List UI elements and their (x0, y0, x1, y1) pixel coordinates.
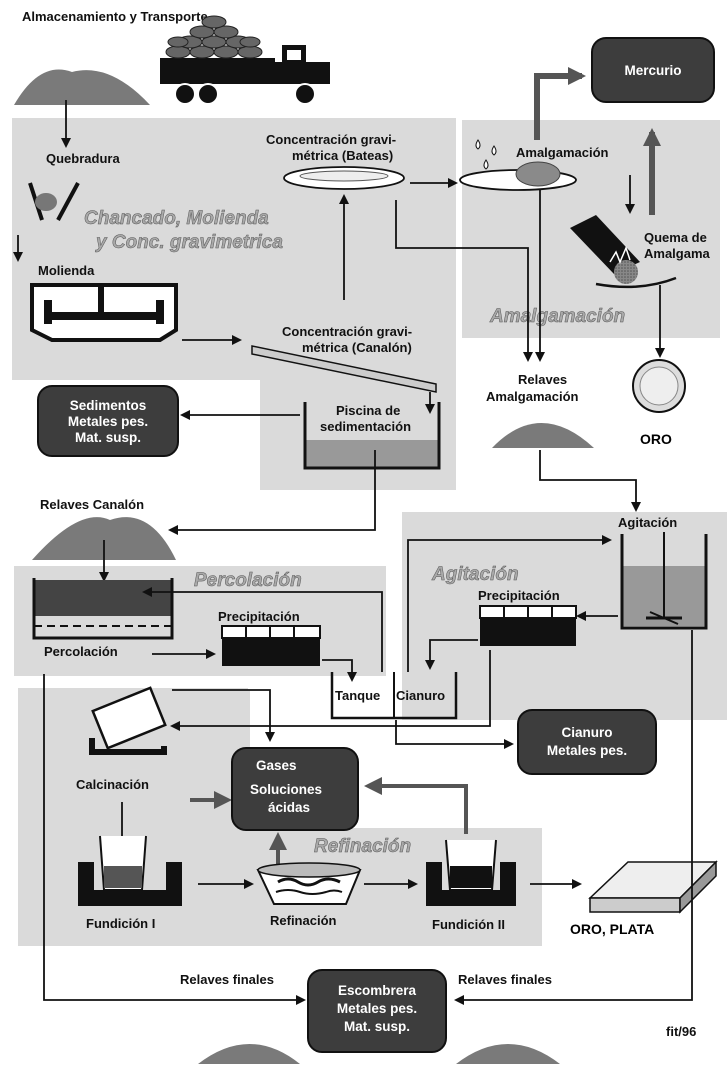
refinacion-pan-icon (256, 862, 362, 905)
escombrera-text-3: Mat. susp. (344, 1019, 410, 1034)
agitacion-label: Agitación (618, 515, 677, 530)
piscina-water (305, 440, 439, 468)
gases-text-3: ácidas (268, 800, 310, 815)
mill-icon (30, 283, 178, 342)
arrow-percolacion-to-gases (172, 689, 275, 742)
region-percolacion-title: Percolación (194, 570, 302, 591)
region-chancado-bg (12, 118, 456, 490)
arrow-piscina-to-relaves-canalon (168, 450, 376, 535)
arrow-amalgamacion-to-mercurio (534, 67, 586, 140)
escombrera-text-1: Escombrera (338, 983, 417, 998)
gold-bar-icon (588, 860, 718, 914)
canalon-sluice-icon (251, 345, 437, 393)
quema-burning-icon (570, 215, 677, 289)
arrow-precipitacion-to-cianuro (425, 639, 478, 670)
conc-bateas-label-2: métrica (Bateas) (292, 148, 393, 163)
region-agitacion-title: Agitación (431, 564, 519, 585)
amalgamacion-label: Amalgamación (516, 145, 609, 160)
piscina-tank-icon (303, 402, 441, 470)
piscina-label-1: Piscina de (336, 403, 400, 418)
fundicion1-label: Fundición I (86, 916, 155, 931)
relaves-finales-left-label: Relaves finales (180, 972, 274, 987)
mercurio-box (591, 37, 715, 103)
mercury-drops-icon (475, 139, 497, 170)
gases-text-1: Gases (256, 758, 297, 773)
region-chancado-title-2: y Conc. gravimetrica (95, 232, 283, 253)
tanque-cianuro-tank-icon (330, 672, 458, 720)
relaves-finales-right-pile-icon (456, 1044, 560, 1064)
mercurio-text: Mercurio (624, 63, 681, 78)
arrow-fundicion2-to-gases (364, 777, 468, 834)
quebradura-label: Quebradura (46, 151, 120, 166)
arrow-cianuro-to-agitacion (407, 535, 612, 672)
region-amalgamacion-title: Amalgamación (489, 306, 625, 327)
quema-label-1: Quema de (644, 230, 707, 245)
relaves-canalon-label: Relaves Canalón (40, 497, 144, 512)
ore-pile-icon (14, 69, 150, 105)
region-chancado-title-1: Chancado, Molienda (84, 208, 269, 229)
arrow-bateas-to-relaves (395, 200, 533, 362)
precipitacion-right-label: Precipitación (478, 588, 560, 603)
percolacion-label: Percolación (44, 644, 118, 659)
relaves-amalgamacion-label-1: Relaves (518, 372, 567, 387)
cianuro-box (517, 709, 657, 775)
precipitacion-right-icon (479, 605, 577, 646)
gases-text-2: Soluciones (250, 782, 322, 797)
refinacion-label: Refinación (270, 913, 337, 928)
batea-pan-inner (299, 170, 389, 182)
calcinacion-icon (89, 686, 167, 755)
fundicion1-icon (78, 835, 182, 906)
piscina-label-2: sedimentación (320, 419, 411, 434)
arrow-cianuro-to-cianuro-box (395, 720, 514, 749)
sedimentos-text-1: Sedimentos (70, 398, 147, 413)
sedimentos-box (37, 385, 179, 457)
sedimentos-text-2: Metales pes. (68, 414, 148, 429)
arrow-precipitacion-to-tanque (322, 659, 357, 682)
conc-canalon-label-2: métrica (Canalón) (302, 340, 412, 355)
quema-label-2: Amalgama (644, 246, 711, 261)
sedimentos-text-3: Mat. susp. (75, 430, 141, 445)
oro-sphere-inner (639, 366, 679, 406)
tanque-label: Tanque (335, 688, 380, 703)
precipitacion-left-label: Precipitación (218, 609, 300, 624)
fundicion2-icon (426, 839, 516, 906)
fundicion2-label: Fundición II (432, 917, 505, 932)
precipitacion-left-icon (221, 625, 321, 666)
relaves-amalgamacion-label-2: Amalgamación (486, 389, 579, 404)
arrow-tanque-to-percolacion (142, 587, 383, 672)
relaves-finales-right-label: Relaves finales (458, 972, 552, 987)
conc-canalon-label-1: Concentración gravi- (282, 324, 412, 339)
arrow-agitacion-to-escombrera (454, 630, 693, 1005)
conc-bateas-label-1: Concentración gravi- (266, 132, 396, 147)
percolation-tank-icon (32, 578, 174, 640)
crusher-icon (28, 182, 80, 221)
escombrera-text-2: Metales pes. (337, 1001, 417, 1016)
oro-label: ORO (640, 431, 672, 447)
cianuro-box-text-2: Metales pes. (547, 743, 627, 758)
truck-icon (160, 15, 330, 105)
region-refinacion-title: Refinación (314, 836, 411, 857)
relaves-finales-left-pile-icon (198, 1044, 300, 1064)
arrow-relaves-to-agitacion (539, 450, 641, 512)
amalgam-lump-icon (515, 161, 561, 187)
gases-box (231, 747, 359, 831)
oro-plata-label: ORO, PLATA (570, 921, 654, 937)
arrow-percolacion-to-escombrera (43, 674, 306, 1005)
title-text: Almacenamiento y Transporte (22, 9, 208, 24)
escombrera-box (307, 969, 447, 1053)
arrow-precipitacion-to-calcinacion (170, 650, 491, 731)
relaves-amalgamacion-pile-icon (492, 423, 594, 448)
relaves-canalon-pile-icon (32, 517, 176, 560)
molienda-label: Molienda (38, 263, 95, 278)
calcinacion-label: Calcinación (76, 777, 149, 792)
cianuro-label: Cianuro (396, 688, 445, 703)
figure-code-label: fit/96 (666, 1024, 696, 1039)
cianuro-box-text-1: Cianuro (561, 725, 612, 740)
agitacion-tank-icon (620, 532, 708, 630)
